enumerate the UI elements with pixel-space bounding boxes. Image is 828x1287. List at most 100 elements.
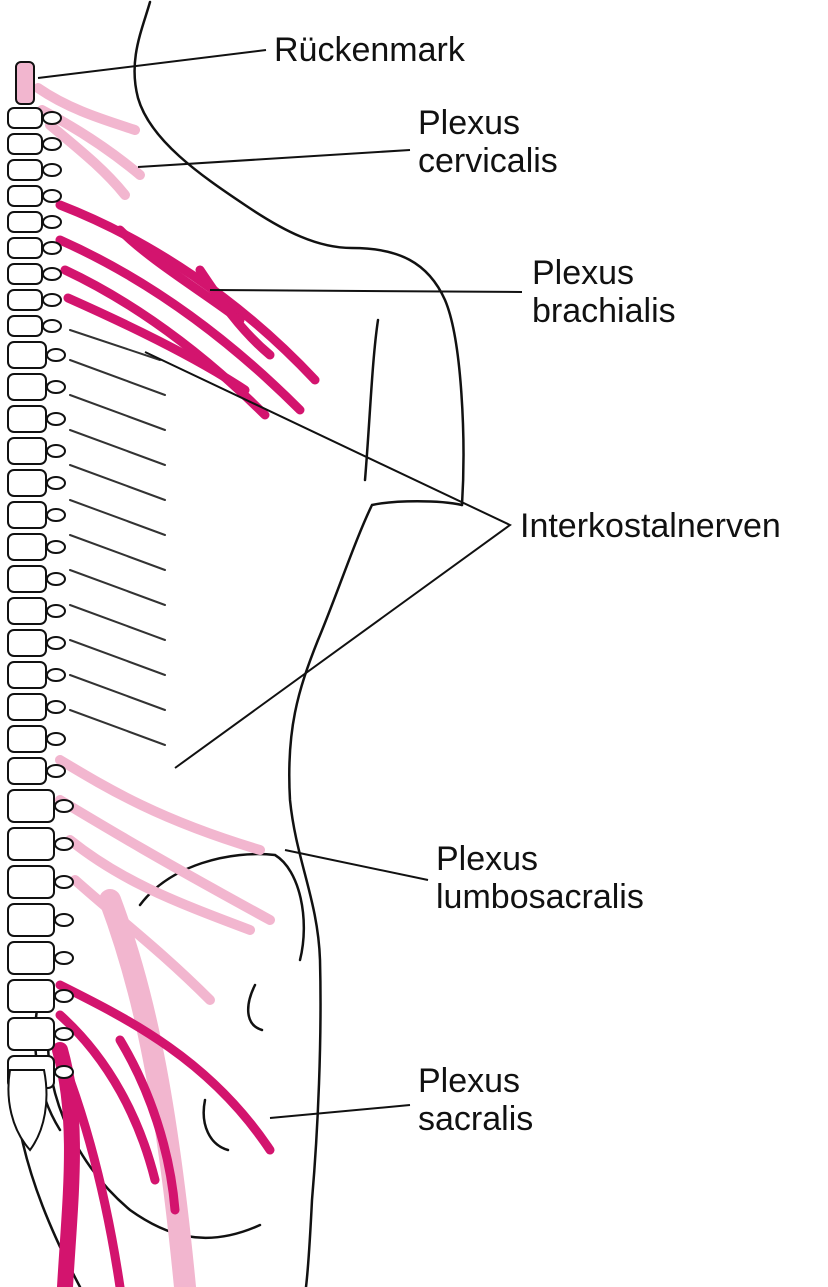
vertebra-process	[54, 837, 74, 851]
vertebra	[7, 903, 55, 937]
leader-lumbosacralis	[284, 849, 429, 881]
vertebra-process	[46, 444, 66, 458]
vertebra	[7, 263, 43, 285]
vertebra-process	[46, 604, 66, 618]
label-plexus-cervicalis: Plexus cervicalis	[418, 104, 558, 180]
vertebra	[7, 941, 55, 975]
vertebra	[7, 865, 55, 899]
vertebra	[7, 237, 43, 259]
vertebra-process	[46, 380, 66, 394]
vertebra-process	[54, 875, 74, 889]
vertebra	[7, 341, 47, 369]
vertebra-process	[42, 241, 62, 255]
vertebra-process	[54, 951, 74, 965]
vertebra	[7, 315, 43, 337]
vertebral-column	[7, 107, 74, 1089]
vertebra	[7, 979, 55, 1013]
vertebra	[7, 159, 43, 181]
vertebra-process	[54, 1027, 74, 1041]
leader-cervicalis	[137, 149, 411, 168]
brachial-nerve-1	[55, 200, 320, 385]
sacral-nerve-2	[55, 1010, 160, 1185]
vertebra-process	[42, 267, 62, 281]
vertebra-process	[54, 799, 74, 813]
vertebra-process	[42, 137, 62, 151]
leader-brachialis	[209, 289, 523, 293]
vertebra-process	[46, 508, 66, 522]
vertebra	[7, 289, 43, 311]
vertebra	[7, 661, 47, 689]
sacral-nerve-1	[55, 980, 275, 1155]
label-plexus-lumbosacralis: Plexus lumbosacralis	[436, 840, 644, 916]
vertebra-process	[46, 732, 66, 746]
vertebra	[7, 725, 47, 753]
vertebra	[7, 693, 47, 721]
vertebra-process	[46, 412, 66, 426]
sacral-nerve-3	[65, 1075, 125, 1287]
vertebra-process	[46, 668, 66, 682]
vertebra	[7, 789, 55, 823]
vertebra-process	[46, 540, 66, 554]
intercostal-nerves	[69, 329, 166, 746]
brachial-nerve-3	[60, 265, 270, 420]
vertebra-process	[54, 1065, 74, 1079]
leader-rueckenmark	[37, 49, 267, 79]
label-plexus-sacralis: Plexus sacralis	[418, 1062, 534, 1138]
lumbar-nerve-2	[55, 795, 275, 925]
vertebra	[7, 211, 43, 233]
vertebra	[7, 107, 43, 129]
shoulder-blade-outline	[363, 318, 380, 482]
brachial-nerve-4	[63, 293, 250, 395]
torso-outline	[288, 500, 464, 1287]
buttock-outline	[247, 983, 264, 1032]
vertebra-process	[54, 989, 74, 1003]
vertebra	[7, 373, 47, 401]
vertebra-process	[42, 215, 62, 229]
lumbar-nerve-1	[55, 755, 265, 855]
leader-lines	[37, 49, 523, 1119]
hip-crest-outline	[138, 852, 306, 962]
label-plexus-brachialis: Plexus brachialis	[532, 254, 676, 330]
vertebra-process	[42, 293, 62, 307]
vertebra	[7, 597, 47, 625]
lumbar-nerve-4	[70, 875, 215, 1005]
vertebra-process	[54, 913, 74, 927]
brachial-cross-2	[195, 265, 275, 360]
label-rueckenmark: Rückenmark	[274, 31, 465, 69]
brachial-nerve-2	[55, 235, 305, 415]
vertebra	[7, 133, 43, 155]
label-interkostalnerven: Interkostalnerven	[520, 507, 781, 545]
vertebra	[7, 1017, 55, 1051]
neck-outline	[133, 0, 465, 507]
dark-nerves	[52, 200, 320, 1287]
vertebra-process	[46, 348, 66, 362]
vertebra-process	[42, 111, 62, 125]
leader-sacralis	[269, 1104, 411, 1119]
vertebra	[7, 629, 47, 657]
vertebra-process	[46, 700, 66, 714]
sacrum	[7, 1069, 48, 1152]
vertebra	[7, 185, 43, 207]
body-outline	[18, 0, 465, 1287]
vertebra	[7, 437, 47, 465]
vertebra	[7, 533, 47, 561]
vertebra	[7, 501, 47, 529]
vertebra-process	[42, 163, 62, 177]
vertebra-process	[42, 319, 62, 333]
gluteal-fold	[202, 1098, 230, 1152]
vertebra	[7, 469, 47, 497]
spinal-cord	[15, 61, 35, 105]
lumbar-nerve-3	[65, 835, 255, 935]
sacral-nerve-4	[115, 1035, 180, 1215]
cervical-nerve-1	[33, 83, 140, 135]
vertebra	[7, 565, 47, 593]
vertebra	[7, 757, 47, 785]
vertebra	[7, 405, 47, 433]
vertebra-process	[46, 764, 66, 778]
vertebra-process	[46, 636, 66, 650]
cervical-nerve-3	[45, 120, 130, 200]
leader-interkostal	[144, 351, 512, 769]
vertebra	[7, 827, 55, 861]
vertebra-process	[42, 189, 62, 203]
